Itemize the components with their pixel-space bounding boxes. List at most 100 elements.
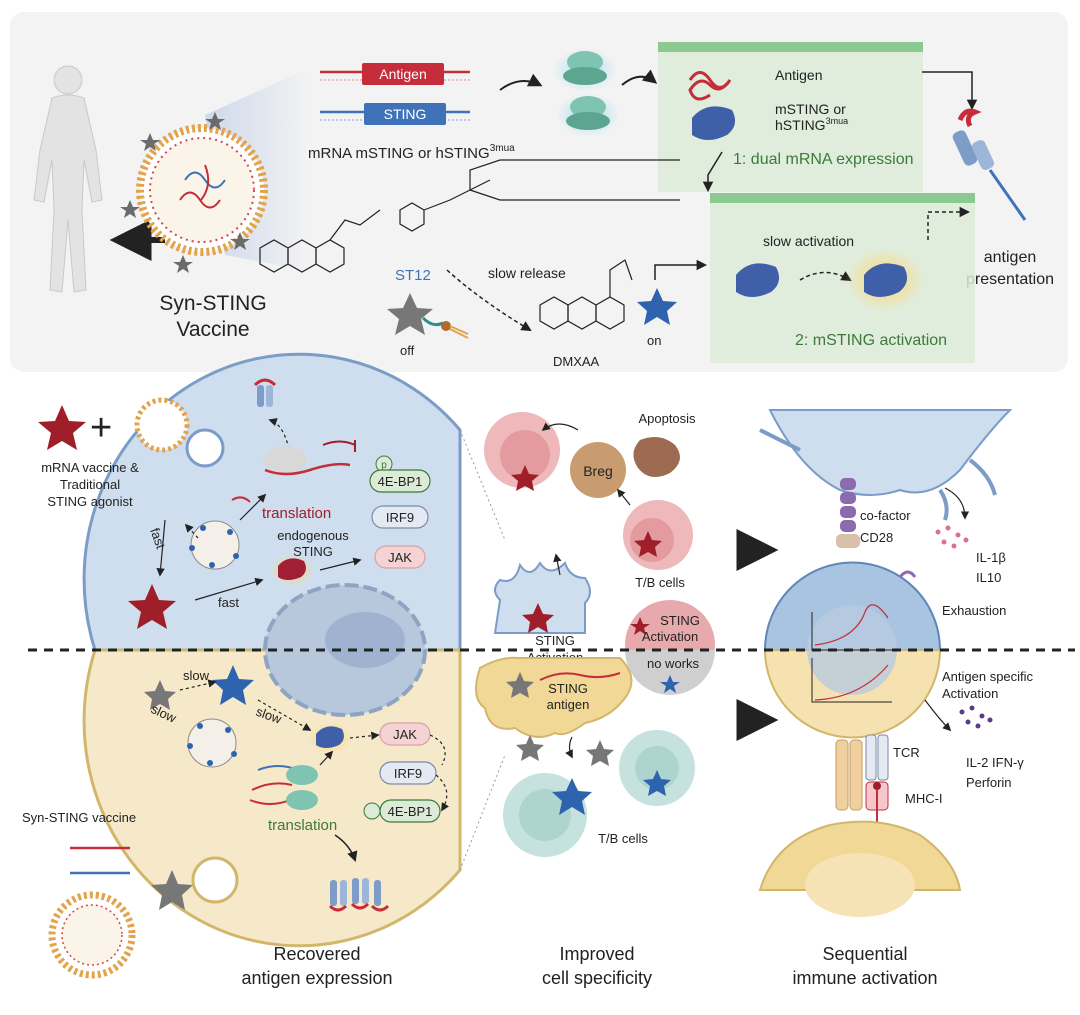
sting-activation-line2: Activation [642, 629, 698, 644]
traditional-line2: Traditional [60, 477, 120, 492]
dendritic-cell-upper [493, 561, 591, 634]
st12-label: ST12 [395, 267, 431, 284]
tcell-to-cytokine-arrow [924, 699, 952, 732]
traditional-agonist-star-icon [38, 405, 86, 450]
cytokine-dots-bottom [959, 705, 993, 729]
tcell-teal-left-nucleus [519, 789, 571, 841]
released-mrna-icon [231, 496, 251, 503]
slow-release-label: slow release [488, 265, 566, 281]
membrane-receptor-icon [253, 378, 277, 407]
surface-receptor-cluster-icon [328, 878, 390, 912]
lower-signaling-arrows [429, 734, 447, 810]
mhc-receptor-icon [952, 108, 1027, 221]
st12-off-star-icon [387, 293, 469, 339]
tb-cells-top-label: T/B cells [635, 575, 685, 590]
dmxaa-structure [539, 259, 633, 330]
caption-right-line1: Sequential [822, 944, 907, 964]
slow-activation-label: slow activation [763, 233, 854, 249]
sting-activation-line1: STING [660, 613, 700, 628]
endosome-to-translation-arrow [239, 493, 267, 521]
sting-antigen-line2: antigen [547, 697, 590, 712]
box2-top-bar [710, 193, 975, 203]
lower-cell-half [82, 648, 462, 948]
apc-to-cytokine-arrow [944, 487, 970, 520]
jak-top-label: JAK [388, 550, 412, 565]
breg-cell [570, 442, 626, 498]
slow-arrow-3 [257, 699, 312, 731]
dc-lower-mrna [539, 672, 621, 681]
irf9-top-pill [371, 505, 429, 529]
caption-left-line1: Recovered [273, 944, 360, 964]
activation-axes [811, 658, 892, 703]
antigen-specific-line2: Activation [942, 686, 998, 701]
tcell-pink-nucleus [500, 430, 550, 480]
teal-left-star-icon [552, 778, 592, 815]
sting-to-jak-arrow [319, 557, 362, 571]
jak-bottom-pill [379, 722, 431, 746]
on-label: on [647, 333, 661, 348]
upper-translated-mrna [264, 462, 351, 476]
ebp1-top-pill [369, 469, 431, 493]
perforin-label: Perforin [966, 775, 1012, 790]
box1-msting-label: mSTING or [775, 101, 846, 117]
irf9-bottom-pill [379, 761, 437, 785]
endogenous-line1: endogenous [277, 528, 349, 543]
box1-top-bar [658, 42, 923, 52]
mhc-label: MHC-I [905, 791, 943, 806]
sting-tag-label: STING [384, 106, 427, 122]
zoom-guides [459, 429, 506, 871]
lower-ribosome-2 [286, 790, 318, 810]
cofactor-chain-icon [836, 478, 860, 548]
activation-curve [814, 664, 889, 701]
apc-lower-nucleus [805, 853, 915, 917]
inactive-sting-icon [736, 263, 780, 297]
dc-tail-st12-icon [516, 735, 544, 761]
irf9-top-label: IRF9 [386, 510, 414, 525]
lower-sting-icon [316, 726, 344, 748]
box1-antigen-label: Antigen [775, 67, 822, 83]
legend-lnp-core [61, 904, 123, 966]
plus-icon: + [90, 407, 112, 449]
ebp1-top-label: 4E-BP1 [378, 474, 423, 489]
il10-label: IL10 [976, 570, 1001, 585]
tcell-teal-right-nucleus [635, 746, 679, 790]
legend-st12-star-icon [151, 870, 193, 910]
st12-star-lower-icon [144, 680, 176, 710]
slow-release-arrow [446, 269, 532, 332]
st12-on-star-icon [637, 288, 677, 325]
translation-top-label: translation [262, 505, 331, 522]
box2-caption: 2: mSTING activation [795, 332, 947, 349]
upper-endocytosis-pit [185, 428, 225, 468]
phospho-badge-label: p [381, 460, 387, 471]
tb-cells-bottom-label: T/B cells [598, 831, 648, 846]
antigen-specific-line1: Antigen specific [942, 669, 1034, 684]
slow-label-1: slow [183, 668, 210, 683]
sting-antigen-line1: STING [548, 681, 588, 696]
tcr-label: TCR [893, 745, 920, 760]
tcr-mhc-complex-icon [835, 734, 889, 840]
dc-tail-st12-icon-2 [586, 740, 614, 766]
fast-label-2: fast [218, 595, 239, 610]
cytokine-dots-top [935, 525, 969, 549]
irf9-bottom-label: IRF9 [394, 766, 422, 781]
inhibition-line [322, 440, 356, 446]
no-works-star-icon [660, 675, 680, 693]
antigen-presentation-line1: antigen [984, 249, 1037, 266]
cd28-label: CD28 [860, 530, 893, 545]
syn-sting-vaccine-label: Syn-STING vaccine [22, 810, 136, 825]
vaccine-title-line2: Vaccine [176, 318, 249, 341]
ebp1-bottom-label: 4E-BP1 [388, 804, 433, 819]
lower-endocytosis-pit [191, 856, 239, 904]
box2-to-presentation-arrow [927, 206, 971, 240]
ribosome-icons [553, 48, 620, 137]
apc-upper [768, 409, 1013, 496]
dc-lower-output-arrow [565, 736, 573, 759]
fast-arrow-1 [156, 519, 166, 577]
vaccine-title-line1: Syn-STING [159, 292, 266, 315]
off-label: off [400, 343, 415, 358]
upper-ribosome-icon [263, 446, 307, 474]
box1-to-presentation-arrow [922, 71, 978, 111]
no-works-label: no works [647, 656, 700, 671]
translation-to-surface-lower-arrow [334, 834, 358, 862]
tcell-star-icon [634, 531, 662, 557]
